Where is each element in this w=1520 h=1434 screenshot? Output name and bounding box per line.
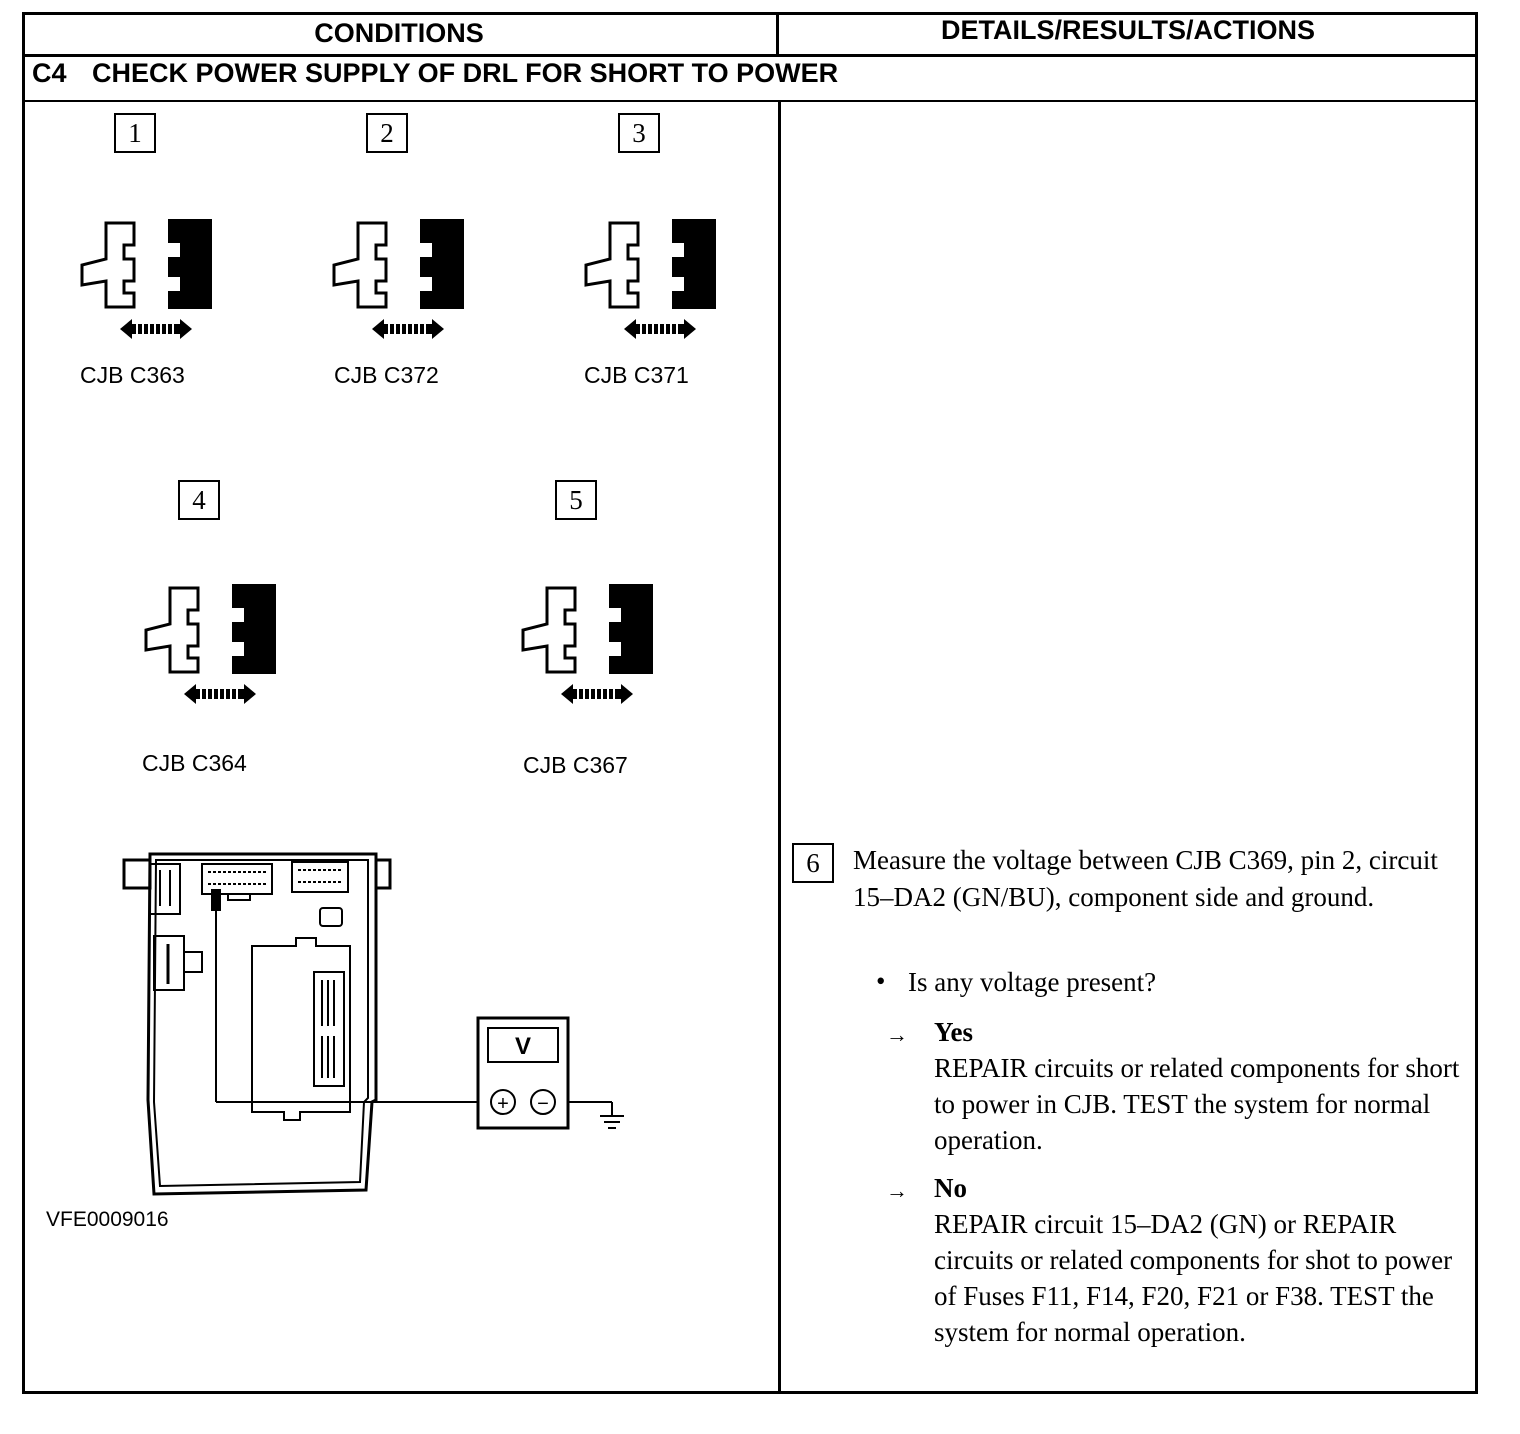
- header-divider: [22, 54, 1478, 57]
- column-divider-body: [778, 101, 781, 1393]
- question-text: Is any voltage present?: [908, 967, 1157, 997]
- connector-icon: [144, 584, 276, 704]
- step-number-3: 3: [618, 113, 660, 153]
- voltmeter-icon: V + −: [476, 1016, 570, 1130]
- step-number-2: 2: [366, 113, 408, 153]
- yes-label: Yes: [934, 1017, 973, 1047]
- figure-id: VFE0009016: [46, 1208, 169, 1231]
- test-table: [22, 12, 1478, 1394]
- step-number-4: 4: [178, 480, 220, 520]
- action-text: Measure the voltage between CJB C369, pi…: [853, 845, 1438, 912]
- connector-label: CJB C363: [80, 362, 185, 388]
- double-arrow: [120, 319, 192, 339]
- plus-terminal: +: [497, 1093, 509, 1115]
- connector-icon: [80, 219, 212, 339]
- no-text: REPAIR circuit 15–DA2 (GN) or REPAIR cir…: [934, 1209, 1453, 1347]
- step-title: C4 CHECK POWER SUPPLY OF DRL FOR SHORT T…: [32, 58, 838, 89]
- double-arrow: [372, 319, 444, 339]
- yes-text: REPAIR circuits or related components fo…: [934, 1053, 1460, 1155]
- details-header: DETAILS/RESULTS/ACTIONS: [940, 15, 1315, 45]
- voltmeter-label: V: [515, 1033, 531, 1060]
- step-number-5: 5: [555, 480, 597, 520]
- connector-icon: [332, 219, 464, 339]
- double-arrow: [561, 684, 633, 704]
- connector-label: CJB C364: [142, 750, 247, 776]
- no-arrow-icon: →: [886, 1178, 908, 1203]
- bullet-icon: •: [876, 966, 886, 996]
- minus-terminal: −: [537, 1093, 549, 1115]
- step-number-1: 1: [114, 113, 156, 153]
- step-code: C4: [32, 58, 67, 88]
- double-arrow: [184, 684, 256, 704]
- junction-box: [122, 852, 392, 1196]
- step-title-text: CHECK POWER SUPPLY OF DRL FOR SHORT TO P…: [92, 58, 839, 88]
- step-number-6: 6: [792, 843, 834, 883]
- connector-label: CJB C372: [334, 362, 439, 388]
- probe-wire: [211, 889, 624, 1129]
- conditions-header: CONDITIONS: [314, 18, 484, 48]
- connector-icon: [584, 219, 716, 339]
- no-label: No: [934, 1173, 967, 1203]
- connector-label: CJB C367: [523, 752, 628, 778]
- title-divider: [22, 100, 1478, 102]
- yes-arrow-icon: →: [886, 1022, 908, 1047]
- double-arrow: [624, 319, 696, 339]
- connector-icon: [521, 584, 653, 704]
- connector-label: CJB C371: [584, 362, 689, 388]
- cjb-voltmeter-diagram: V + −: [122, 852, 624, 1196]
- column-divider: [776, 12, 779, 56]
